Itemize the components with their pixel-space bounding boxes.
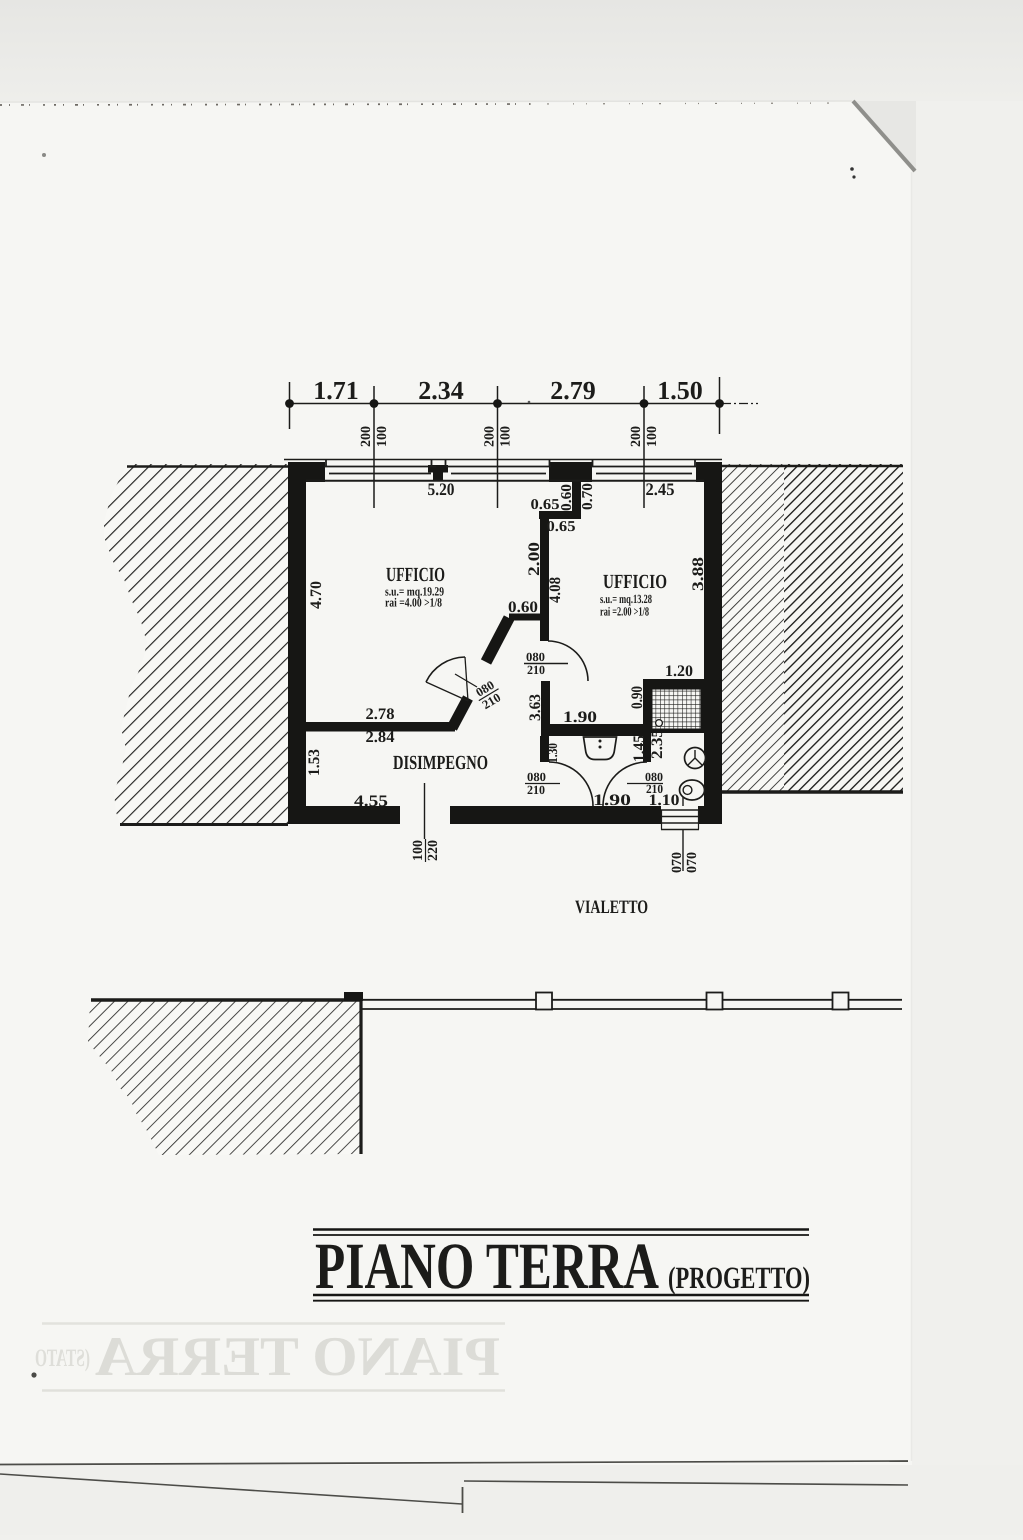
svg-text:200: 200 <box>483 426 498 447</box>
svg-text:0.90: 0.90 <box>629 686 646 709</box>
svg-text:1.20: 1.20 <box>665 663 693 680</box>
svg-text:rai =2.00 >1/8: rai =2.00 >1/8 <box>600 605 649 619</box>
svg-text:s.u.= mq.19.29: s.u.= mq.19.29 <box>385 585 444 599</box>
svg-text:1.71: 1.71 <box>313 376 359 405</box>
svg-text:070: 070 <box>670 852 685 873</box>
svg-text:1.30: 1.30 <box>545 743 560 763</box>
svg-text:100: 100 <box>645 426 660 447</box>
svg-text:080: 080 <box>527 770 546 784</box>
svg-text:2.45: 2.45 <box>646 479 675 499</box>
svg-text:PIANO TERRA: PIANO TERRA <box>315 1230 659 1303</box>
svg-text:DISIMPEGNO: DISIMPEGNO <box>393 752 488 774</box>
svg-text:VIALETTO: VIALETTO <box>575 897 648 918</box>
svg-text:100: 100 <box>375 426 390 447</box>
svg-text:2.78: 2.78 <box>366 706 395 723</box>
svg-text:5.20: 5.20 <box>428 479 455 499</box>
svg-text:PIANO TERRA: PIANO TERRA <box>94 1326 500 1388</box>
svg-text:220: 220 <box>426 840 441 861</box>
svg-text:070: 070 <box>685 852 700 873</box>
svg-text:4.08: 4.08 <box>547 577 564 603</box>
svg-text:s.u.= mq.13.28: s.u.= mq.13.28 <box>600 592 652 606</box>
svg-text:4.55: 4.55 <box>354 793 388 810</box>
svg-text:UFFICIO: UFFICIO <box>603 571 667 593</box>
svg-text:rai =4.00 >1/8: rai =4.00 >1/8 <box>385 596 442 610</box>
svg-text:210: 210 <box>527 663 545 677</box>
svg-text:210: 210 <box>527 783 545 797</box>
svg-text:(PROGETTO): (PROGETTO) <box>668 1260 810 1295</box>
svg-text:2.79: 2.79 <box>550 376 596 405</box>
svg-text:1.10: 1.10 <box>649 792 680 809</box>
svg-text:3.88: 3.88 <box>690 557 707 591</box>
svg-text:1.50: 1.50 <box>657 376 703 405</box>
svg-text:3.63: 3.63 <box>527 694 544 721</box>
svg-text:0.65: 0.65 <box>547 519 576 535</box>
svg-text:2.84: 2.84 <box>366 729 395 746</box>
svg-text:1.90: 1.90 <box>593 792 631 809</box>
svg-text:0.70: 0.70 <box>580 483 596 510</box>
svg-text:0.65: 0.65 <box>531 497 560 513</box>
svg-text:200: 200 <box>359 426 374 447</box>
svg-text:210: 210 <box>646 782 663 796</box>
svg-text:080: 080 <box>526 650 545 664</box>
svg-text:080: 080 <box>645 770 663 784</box>
svg-text:0.60: 0.60 <box>508 599 538 616</box>
svg-text:1.90: 1.90 <box>563 709 597 726</box>
svg-text:100: 100 <box>499 426 514 447</box>
svg-text:0.60: 0.60 <box>559 484 575 511</box>
svg-text:100: 100 <box>411 840 426 861</box>
svg-text:4.70: 4.70 <box>308 581 325 609</box>
svg-text:2.34: 2.34 <box>418 376 464 405</box>
svg-text:200: 200 <box>629 426 644 447</box>
svg-text:1.53: 1.53 <box>306 749 323 776</box>
svg-text:(STATO: (STATO <box>35 1345 90 1372</box>
svg-text:2.00: 2.00 <box>526 542 543 576</box>
svg-text:2.35: 2.35 <box>649 729 666 759</box>
svg-text:1.45: 1.45 <box>631 735 648 762</box>
svg-text:UFFICIO: UFFICIO <box>386 564 445 586</box>
